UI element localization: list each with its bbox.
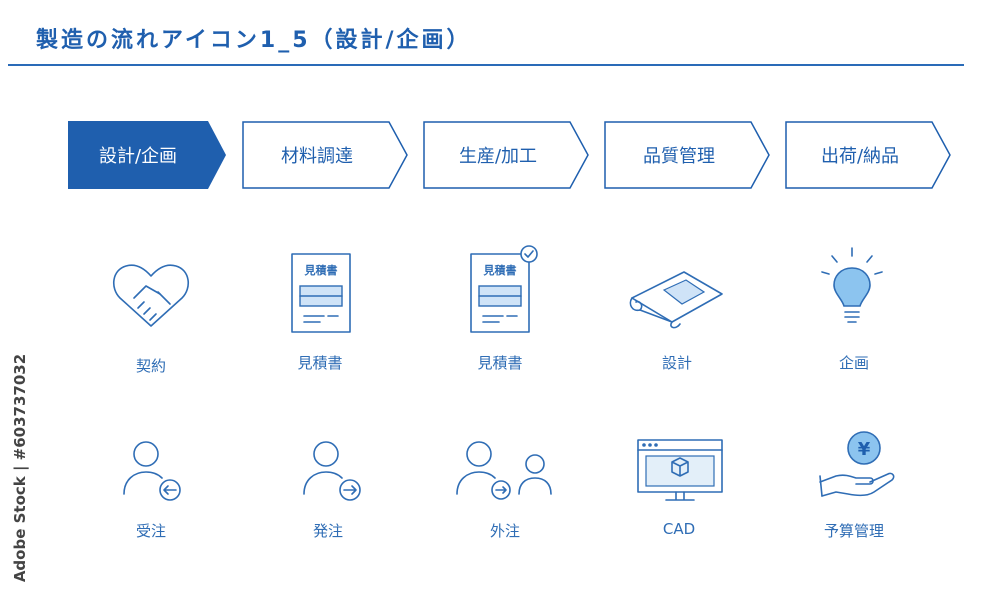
caption-outsourcing: 外注 [489,522,520,540]
page-title: 製造の流れアイコン1_5（設計/企画） [36,28,472,53]
order-received-icon [120,438,186,508]
stock-id-vertical-text: Adobe Stock | #603737032 [8,354,32,582]
stock-id-label: Adobe Stock | #603737032 [11,353,29,583]
step-material-procurement[interactable]: 材料調達 [242,121,408,189]
caption-order-placed: 発注 [312,522,343,540]
step-label: 出荷/納品 [820,146,900,167]
order-placed-icon [300,438,366,508]
step-production[interactable]: 生産/加工 [423,121,589,189]
caption-estimate: 見積書 [297,354,343,372]
cad-monitor-icon [636,438,724,508]
caption-cad: CAD [662,520,696,538]
handshake-icon [108,258,194,338]
caption-design: 設計 [661,354,692,372]
step-shipping-delivery[interactable]: 出荷/納品 [785,121,951,189]
doc-title: 見積書 [483,263,517,277]
step-quality-control[interactable]: 品質管理 [604,121,770,189]
step-label: 品質管理 [643,146,715,167]
step-design-planning[interactable]: 設計/企画 [68,121,234,189]
estimate-document-icon: 見積書 [290,252,352,338]
budget-yen-icon: ¥ [818,430,898,510]
estimate-approved-icon: 見積書 [469,244,541,338]
doc-title: 見積書 [304,263,338,277]
process-steps: 設計/企画 材料調達 生産/加工 品質管理 出荷/納品 [68,121,968,189]
caption-planning: 企画 [838,354,869,372]
step-label: 生産/加工 [458,146,538,167]
lightbulb-icon [818,246,886,334]
yen-symbol: ¥ [858,439,871,460]
caption-budget-management: 予算管理 [823,522,884,540]
outsourcing-icon [455,438,555,508]
blueprint-icon [628,268,726,334]
caption-estimate-approved: 見積書 [477,354,523,372]
title-divider [8,64,964,66]
caption-order-received: 受注 [135,522,166,540]
step-label: 設計/企画 [98,146,178,167]
step-label: 材料調達 [281,146,353,167]
caption-contract: 契約 [135,357,166,375]
